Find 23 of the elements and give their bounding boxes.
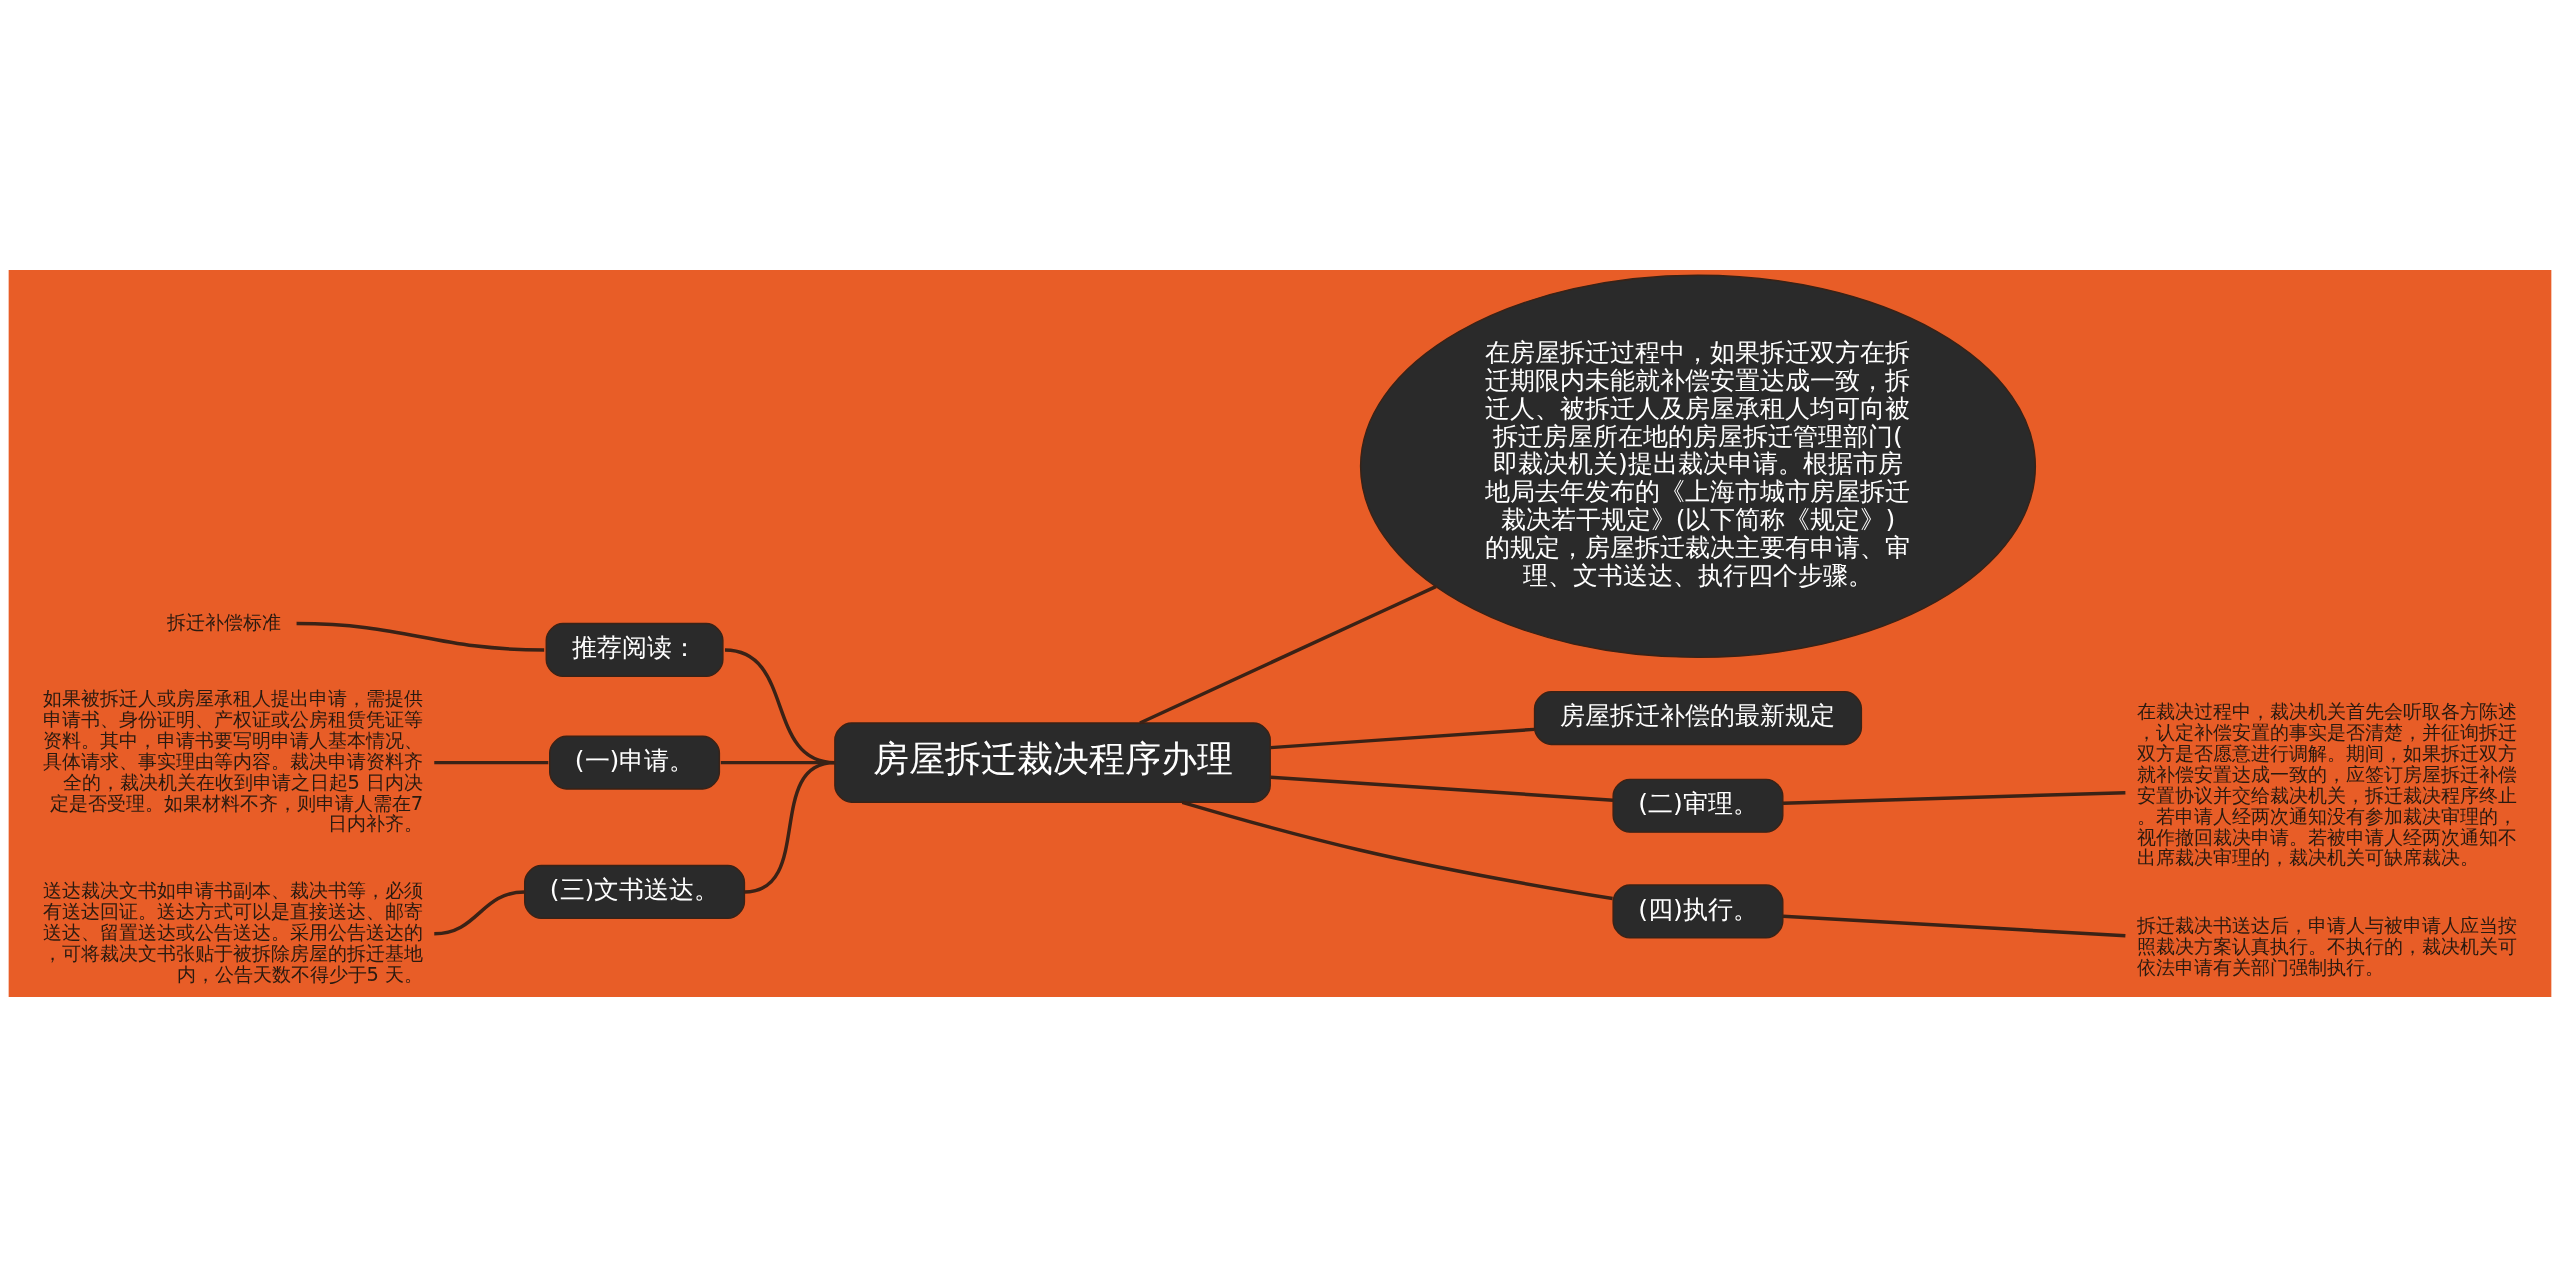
connector	[1181, 800, 1613, 900]
node-text: 在裁决过程中，裁决机关首先会听取各方陈述，认定补偿安置的事实是否清楚，并征询拆迁双方是否愿意进行调解。期间，如果拆迁双方就补偿安置达成一致的，应签订房屋拆迁补偿安置协议并交给裁决机关，拆迁裁决程序终止。若申请人经两次通知没有参加裁决审理的，视作撤回裁决申请。若被申请人经两次通知不出席裁决审理的，裁决机关可缺席裁决。	[2136, 699, 2517, 869]
connector	[744, 760, 836, 894]
connector	[1139, 584, 1437, 725]
connector	[1782, 914, 2126, 937]
node-ellipse: 在房屋拆迁过程中，如果拆迁双方在拆迁期限内未能就补偿安置达成一致，拆迁人、被拆迁人及房屋承租人均可向被拆迁房屋所在地的房屋拆迁管理部门(即裁决机关)提出裁决申请。根据市房地局去年发布的《上海市城市房屋拆迁裁决若干规定》(以下简称《规定》)的规定，房屋拆迁裁决主要有申请、审理、文书送达、执行四个步骤。	[1359, 274, 2037, 658]
connector	[1270, 727, 1535, 749]
connector	[1270, 774, 1614, 802]
connector	[434, 760, 549, 764]
node-box: (二)审理。	[1612, 778, 1784, 833]
node-text: 拆迁补偿标准	[167, 610, 282, 634]
node-text: 如果被拆迁人或房屋承租人提出申请，需提供申请书、身份证明、产权证或公房租赁凭证等资料。其中，申请书要写明申请人基本情况、具体请求、事实理由等内容。裁决申请资料齐全的，裁决机关在收到申请之日起5 日内决定是否受理。如果材料不齐，则申请人需在7 日内补齐。	[43, 686, 424, 835]
node-box: (一)申请。	[549, 735, 721, 790]
connector	[1782, 790, 2126, 805]
node-text: 拆迁裁决书送达后，申请人与被申请人应当按照裁决方案认真执行。不执行的，裁决机关可依法申请有关部门强制执行。	[2136, 913, 2517, 979]
connector	[296, 621, 545, 652]
node-box: (四)执行。	[1612, 883, 1784, 939]
node-box: 房屋拆迁补偿的最新规定	[1533, 690, 1863, 745]
node-text: 送达裁决文书如申请书副本、裁决书等，必须有送达回证。送达方式可以是直接送达、邮寄送达、留置送达或公告送达。采用公告送达的，可将裁决文书张贴于被拆除房屋的拆迁基地内，公告天数不得少于5 天。	[43, 878, 424, 986]
connector	[434, 889, 525, 935]
node-box: 推荐阅读：	[545, 622, 724, 677]
node-box: 房屋拆迁裁决程序办理	[834, 721, 1271, 803]
node-box: (三)文书送达。	[524, 864, 746, 919]
